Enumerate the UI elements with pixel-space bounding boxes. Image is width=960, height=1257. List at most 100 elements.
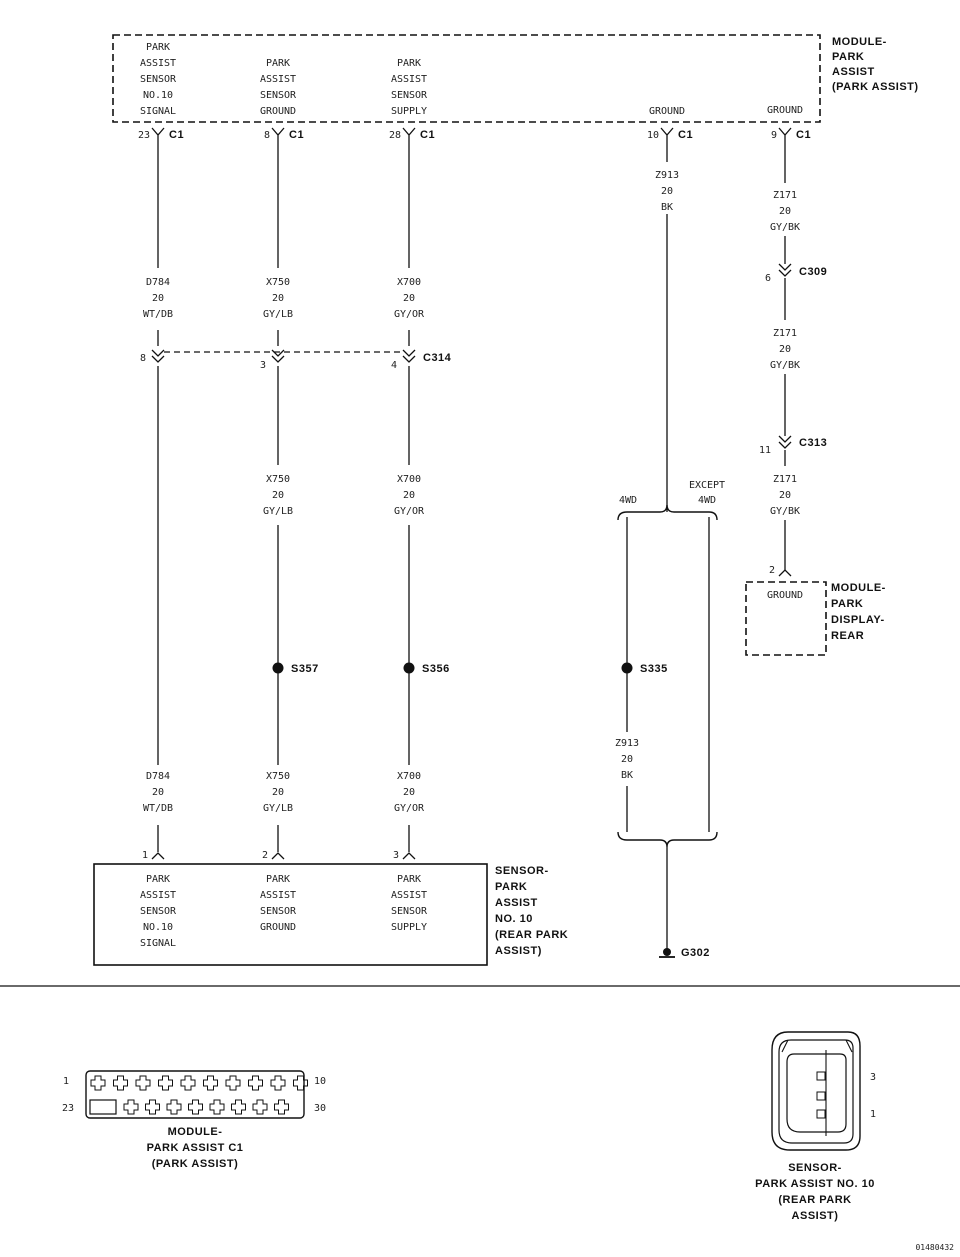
module-title-line4: (PARK ASSIST) xyxy=(832,81,919,93)
wire-label: 20 xyxy=(152,787,164,798)
module-pin5-connector: C1 xyxy=(796,129,811,141)
c1-pin-cavity xyxy=(274,1099,289,1115)
c1-row2-start: 23 xyxy=(62,1103,74,1114)
c1-row2-end: 30 xyxy=(314,1103,326,1114)
module-pin-symbols xyxy=(151,127,792,140)
module-pin2-connector: C1 xyxy=(289,129,304,141)
c1-pin-cavity xyxy=(90,1075,106,1091)
splice-s356-dot xyxy=(403,662,415,674)
wire-label: GY/OR xyxy=(394,803,425,814)
module-pin1-label-l3: SENSOR xyxy=(140,74,177,85)
c313-symbol xyxy=(778,435,792,449)
sensor-title-line5: (REAR PARK xyxy=(495,929,568,941)
c313-pin-number: 11 xyxy=(759,445,771,456)
c1-pin-cavity xyxy=(188,1099,203,1115)
wire-label: X700 xyxy=(397,277,421,288)
sensor-title-line3: ASSIST xyxy=(495,897,538,909)
wire-label: WT/DB xyxy=(143,309,173,320)
c1-housing xyxy=(85,1070,305,1119)
wire-label: 20 xyxy=(779,490,791,501)
wire-label: BK xyxy=(621,770,633,781)
park-display-module: 2 GROUND MODULE- PARK DISPLAY- REAR xyxy=(745,565,886,656)
sensor-title-line6: ASSIST) xyxy=(495,945,542,957)
module-pin2-label-l3: SENSOR xyxy=(260,90,297,101)
park-assist-module: MODULE- PARK ASSIST (PARK ASSIST) PARK A… xyxy=(112,34,919,141)
wire-label: GY/LB xyxy=(263,506,293,517)
sensor-pin3-label-l3: SENSOR xyxy=(391,906,428,917)
module-pin2-label-l2: ASSIST xyxy=(260,74,296,85)
park-display-box xyxy=(745,581,827,656)
splice-s335-dot xyxy=(621,662,633,674)
wire-label: GY/BK xyxy=(770,222,800,233)
sensor-pin1-symbol xyxy=(151,852,165,860)
park-assist-sensor: 1 2 3 PARK ASSIST SENSOR NO.10 SIGNAL PA… xyxy=(93,850,568,966)
c1-caption-line3: (PARK ASSIST) xyxy=(152,1158,239,1170)
c1-key xyxy=(89,1099,117,1115)
c309-pin-number: 6 xyxy=(765,273,771,284)
module-pin3-connector: C1 xyxy=(420,129,435,141)
connector-c309: 6 C309 xyxy=(765,263,827,284)
module-pin2-label-l1: PARK xyxy=(266,58,290,69)
c1-caption-line1: MODULE- xyxy=(168,1126,223,1138)
module-pin1-label-l1: PARK xyxy=(146,42,170,53)
sensor-pin2-number: 2 xyxy=(262,850,268,861)
wire-label: GY/BK xyxy=(770,360,800,371)
c309-label: C309 xyxy=(799,266,827,278)
module-title-line2: PARK xyxy=(832,51,864,63)
display-title-line2: PARK xyxy=(831,598,863,610)
ground-dot xyxy=(663,948,671,956)
sensor-title-line4: NO. 10 xyxy=(495,913,533,925)
sensor-pin2-label-l4: GROUND xyxy=(260,922,296,933)
branch-label-4wd: 4WD xyxy=(619,495,637,506)
splices: S357 S356 S335 xyxy=(272,662,668,675)
connector-c313: 11 C313 xyxy=(759,435,827,456)
module-pin2-label-l4: GROUND xyxy=(260,106,296,117)
c1-pin-cavity xyxy=(252,1099,268,1115)
sensor-pin1-label-l3: SENSOR xyxy=(140,906,177,917)
c1-pin-cavity xyxy=(231,1099,246,1115)
ground-label: G302 xyxy=(681,947,710,959)
c1-pin-cavity xyxy=(145,1099,160,1115)
connector-c314: 8 3 4 C314 xyxy=(140,349,451,371)
sensor-pin3-label-l2: ASSIST xyxy=(391,890,427,901)
splice-s335-label: S335 xyxy=(640,663,668,675)
module-pin3-label-l2: ASSIST xyxy=(391,74,427,85)
module-pin1-number: 23 xyxy=(138,130,150,141)
sensor-pin1-label-l2: ASSIST xyxy=(140,890,176,901)
sensor-box xyxy=(93,863,488,966)
wire-label: 20 xyxy=(272,490,284,501)
c1-pin-cavity xyxy=(203,1075,218,1091)
c1-pin-cavities xyxy=(90,1075,308,1115)
wire-label: X750 xyxy=(266,771,290,782)
park-assist-module-box xyxy=(112,34,821,123)
c1-pin-cavity xyxy=(123,1099,139,1115)
wire-label: D784 xyxy=(146,277,170,288)
module-pin1-label-l4: NO.10 xyxy=(143,90,173,101)
wire-label: Z171 xyxy=(773,190,797,201)
display-title-line1: MODULE- xyxy=(831,582,886,594)
c314-pin4-number: 4 xyxy=(391,360,397,371)
wire-label: 20 xyxy=(403,787,415,798)
sensor-view-caption-line1: SENSOR- xyxy=(788,1162,842,1174)
sensor-pin3-number: 3 xyxy=(393,850,399,861)
c1-pin-cavity xyxy=(248,1075,263,1091)
splice-s356-label: S356 xyxy=(422,663,450,675)
c1-pin-cavity xyxy=(113,1075,128,1091)
module-pin3-symbol xyxy=(402,127,416,140)
module-pin4-label: GROUND xyxy=(649,106,685,117)
c1-row1-end: 10 xyxy=(314,1076,326,1087)
sensor-view-pin-top: 3 xyxy=(870,1072,876,1083)
branch-label-except-l1: EXCEPT xyxy=(689,480,725,491)
display-pin-label: GROUND xyxy=(767,590,803,601)
c314-pin8-number: 8 xyxy=(140,353,146,364)
module-pin3-label-l4: SUPPLY xyxy=(391,106,427,117)
wire-label: 20 xyxy=(272,293,284,304)
module-pin2-symbol xyxy=(271,127,285,140)
wire-label: X700 xyxy=(397,771,421,782)
wire-label: Z171 xyxy=(773,328,797,339)
display-title-line4: REAR xyxy=(831,630,864,642)
sensor-terminal-1 xyxy=(816,1109,826,1119)
wire-label: BK xyxy=(661,202,673,213)
branch-brace-top xyxy=(617,504,718,521)
